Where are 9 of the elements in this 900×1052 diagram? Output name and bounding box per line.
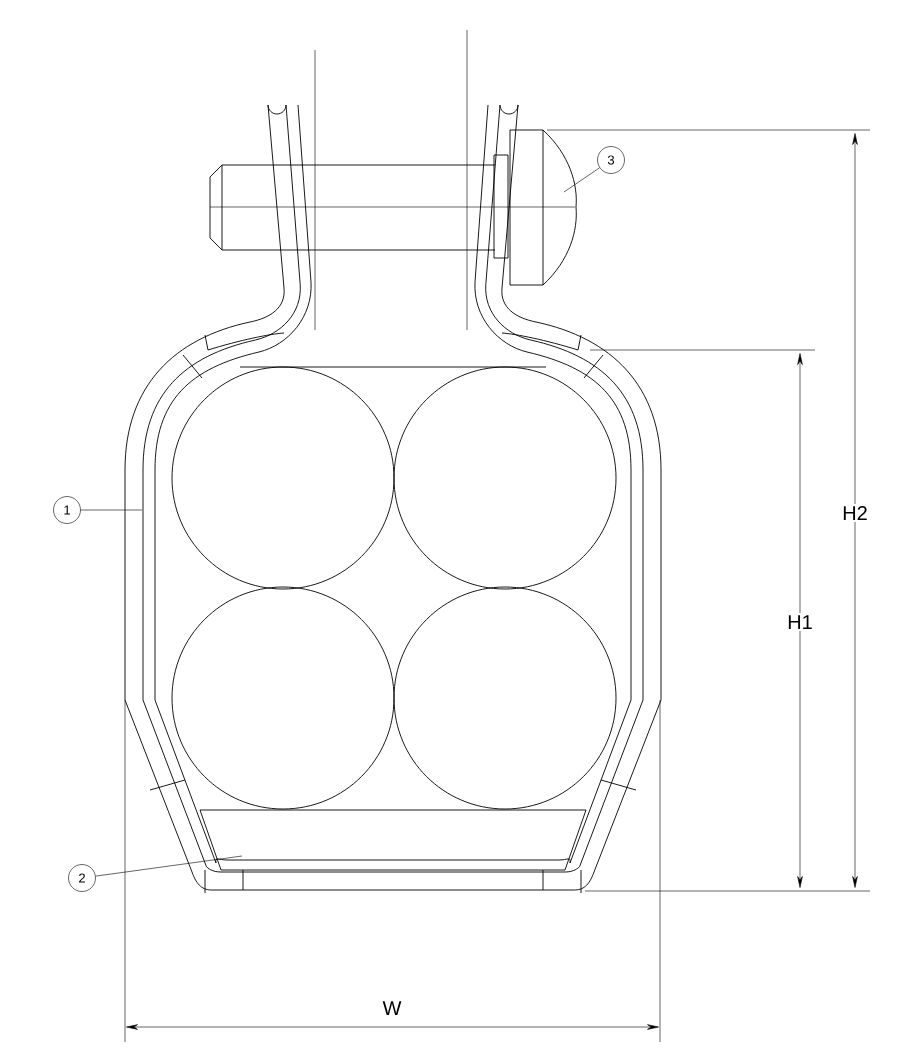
leader-line bbox=[80, 509, 143, 511]
dimension-label: H2 bbox=[840, 504, 870, 522]
leader-line bbox=[95, 855, 243, 877]
callout-number: 3 bbox=[597, 146, 625, 174]
callout-number: 1 bbox=[53, 496, 81, 524]
callout-number: 2 bbox=[68, 864, 96, 892]
leader-line bbox=[563, 167, 600, 193]
dimension-label: W bbox=[380, 999, 404, 1017]
dimension-label: H1 bbox=[785, 613, 815, 631]
